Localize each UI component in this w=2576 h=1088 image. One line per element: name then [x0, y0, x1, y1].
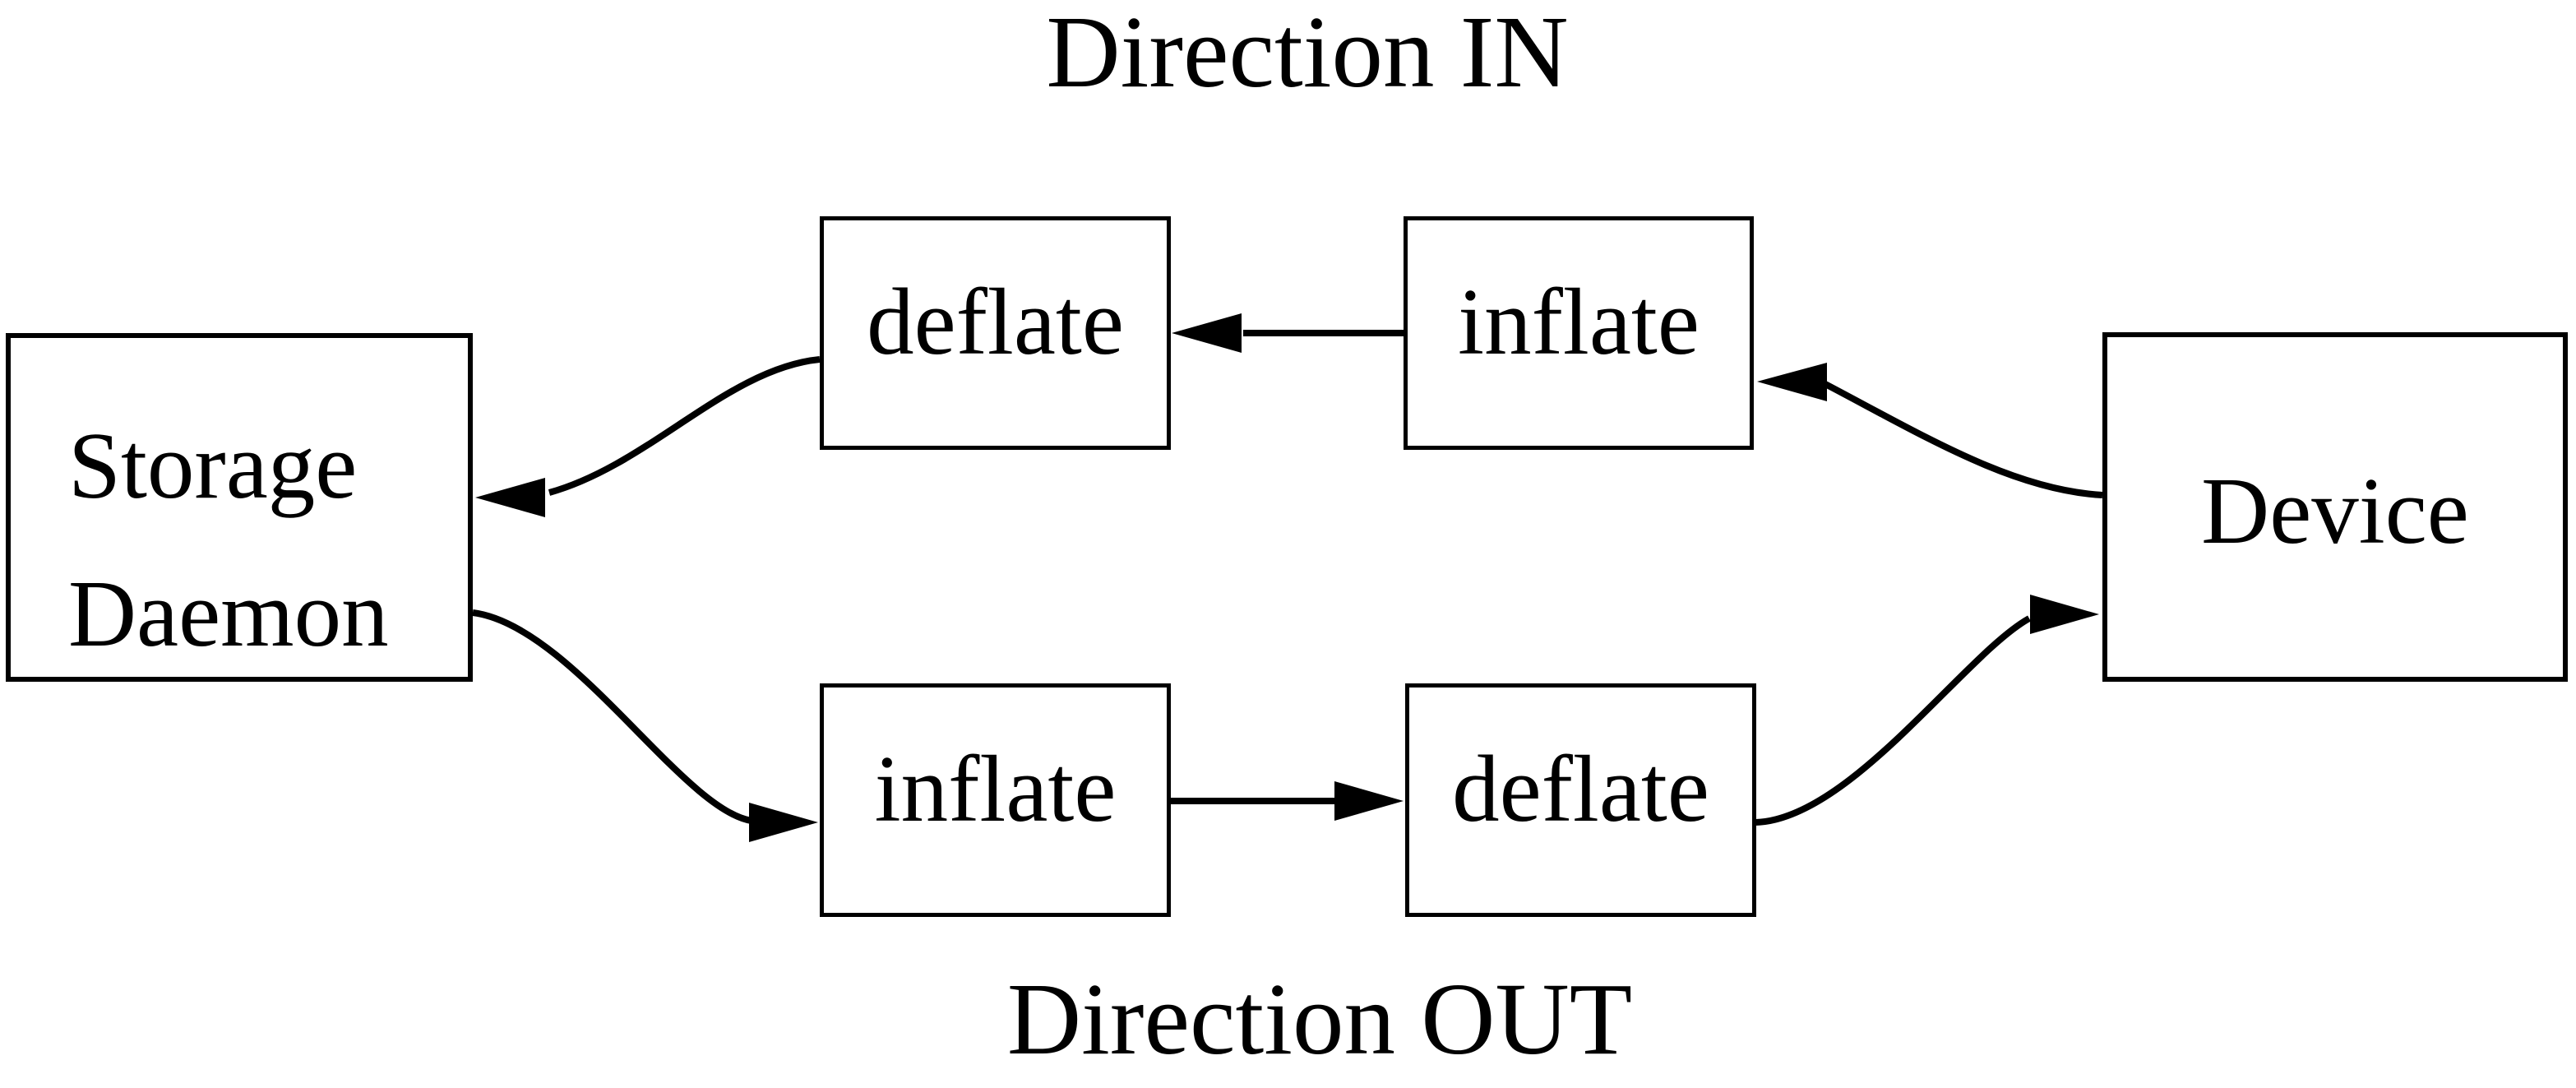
- node-device: Device: [2102, 332, 2568, 682]
- inflate-out-label: inflate: [874, 737, 1117, 841]
- arrowhead-right-icon: [1334, 781, 1404, 821]
- node-deflate-out: deflate: [1405, 683, 1756, 917]
- node-inflate-in: inflate: [1404, 216, 1754, 450]
- arrowhead-left-icon: [475, 478, 545, 517]
- arrowhead-left-icon: [1172, 313, 1242, 353]
- node-storage-daemon: Storage Daemon: [6, 333, 473, 682]
- node-inflate-out: inflate: [820, 683, 1171, 917]
- title-direction-in: Direction IN: [1046, 0, 1569, 109]
- arrow-out-inflate-to-deflate: [1171, 781, 1404, 821]
- arrow-in-inflate-to-deflate: [1172, 313, 1404, 353]
- arrowhead-right-icon: [2030, 595, 2099, 634]
- storage-daemon-label-line1: Storage: [68, 414, 358, 518]
- inflate-in-label: inflate: [1458, 270, 1700, 374]
- storage-daemon-label-line2: Daemon: [68, 562, 389, 666]
- arrowhead-right-icon: [749, 803, 818, 842]
- arrow-in-device-to-inflate: [1757, 363, 2103, 498]
- title-direction-out: Direction OUT: [1006, 963, 1633, 1076]
- arrow-out-deflate-to-device: [1755, 595, 2099, 826]
- deflate-out-label: deflate: [1452, 737, 1709, 841]
- deflate-in-label: deflate: [867, 270, 1124, 374]
- device-label: Device: [2201, 458, 2469, 563]
- arrow-in-deflate-to-storage: [475, 356, 821, 517]
- arrow-out-storage-to-inflate: [472, 609, 818, 842]
- node-deflate-in: deflate: [820, 216, 1171, 450]
- arrowhead-left-icon: [1757, 363, 1827, 401]
